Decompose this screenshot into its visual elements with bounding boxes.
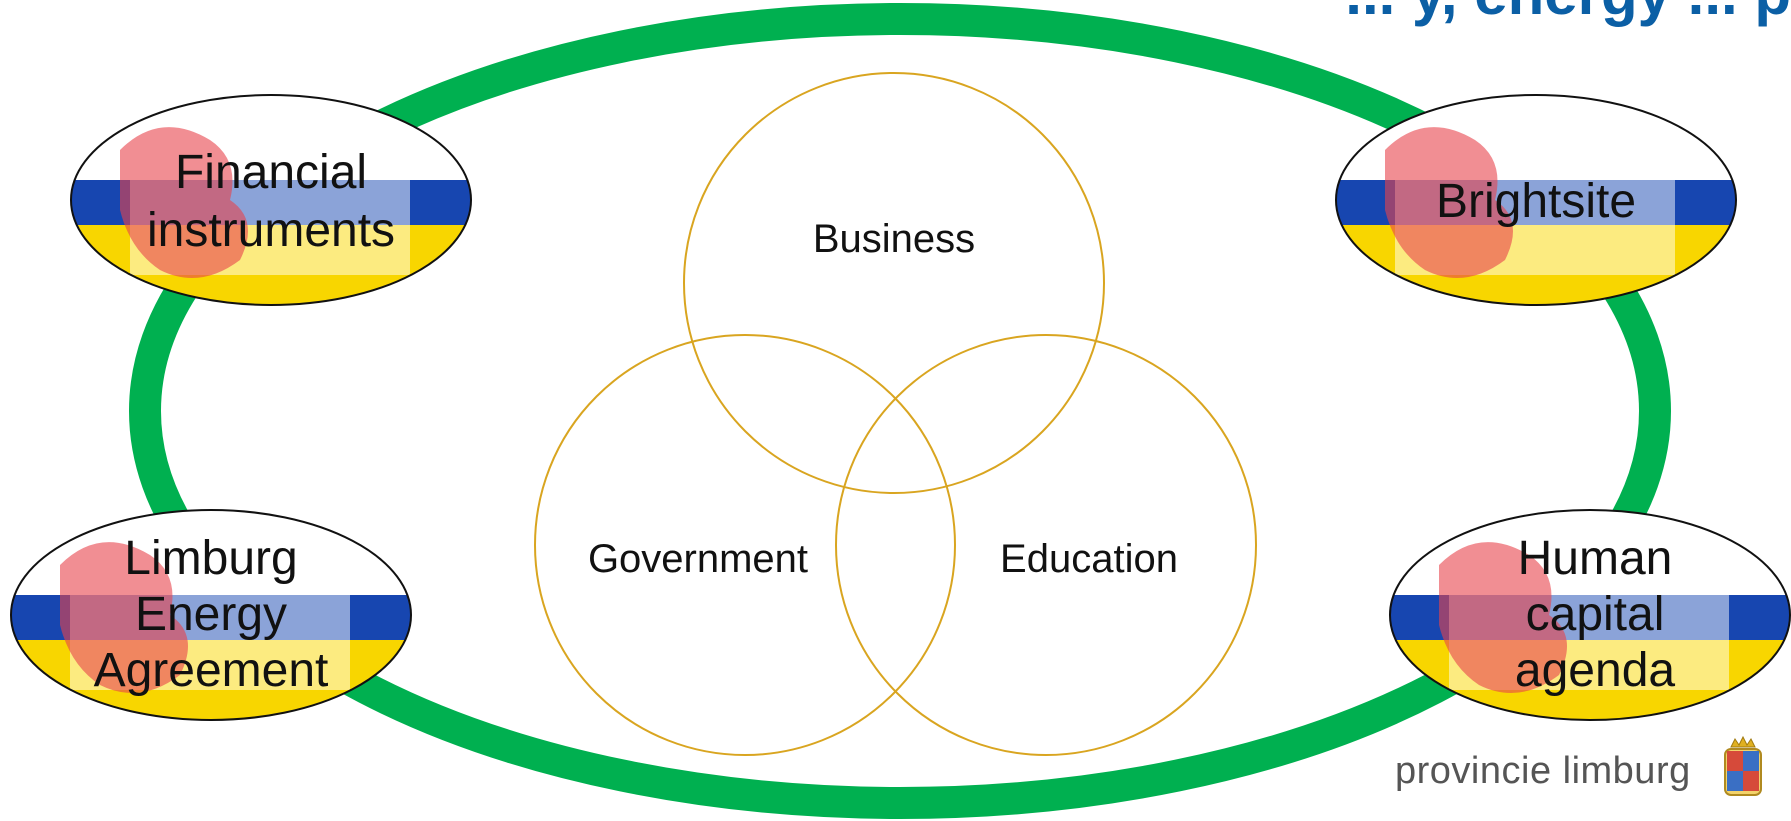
- node-limburg-energy-agreement: Limburg Energy Agreement: [10, 509, 412, 721]
- node-label-line: Financial: [175, 146, 367, 199]
- lion-icon: [1385, 127, 1513, 278]
- venn-label-government: Government: [588, 537, 808, 581]
- node-label-line: Agreement: [94, 644, 329, 697]
- node-label-line: Limburg: [124, 532, 297, 585]
- outer-ring: [129, 3, 1671, 819]
- provincie-limburg-logo: provincie limburg: [1395, 735, 1765, 808]
- limburg-crest-icon: [1721, 735, 1765, 808]
- venn-diagram: Business Government Education: [534, 72, 1257, 756]
- lion-icon: [120, 127, 248, 278]
- node-label-line: Energy: [135, 588, 287, 641]
- venn-circle-government: [534, 334, 956, 756]
- node-human-capital-agenda: Human capital agenda: [1389, 509, 1791, 721]
- venn-circle-education: [835, 334, 1257, 756]
- venn-label-business: Business: [813, 217, 975, 261]
- venn-label-education: Education: [1000, 537, 1178, 581]
- node-financial-instruments: Financial instruments: [70, 94, 472, 306]
- node-brightsite: Brightsite: [1335, 94, 1737, 306]
- limburg-flag-icon: [11, 542, 411, 720]
- venn-circle-business: [683, 72, 1105, 494]
- limburg-flag-icon: [1336, 127, 1736, 305]
- node-label-line: Brightsite: [1436, 175, 1636, 228]
- node-label-line: instruments: [147, 204, 395, 257]
- node-label-line: agenda: [1515, 644, 1675, 697]
- lion-icon: [1439, 542, 1567, 693]
- slide-title: ... y, energy ... p: [1345, 0, 1791, 24]
- node-label-line: capital: [1526, 588, 1665, 641]
- logo-text: provincie limburg: [1395, 750, 1691, 792]
- lion-icon: [60, 542, 188, 693]
- node-label-line: Human: [1518, 532, 1673, 585]
